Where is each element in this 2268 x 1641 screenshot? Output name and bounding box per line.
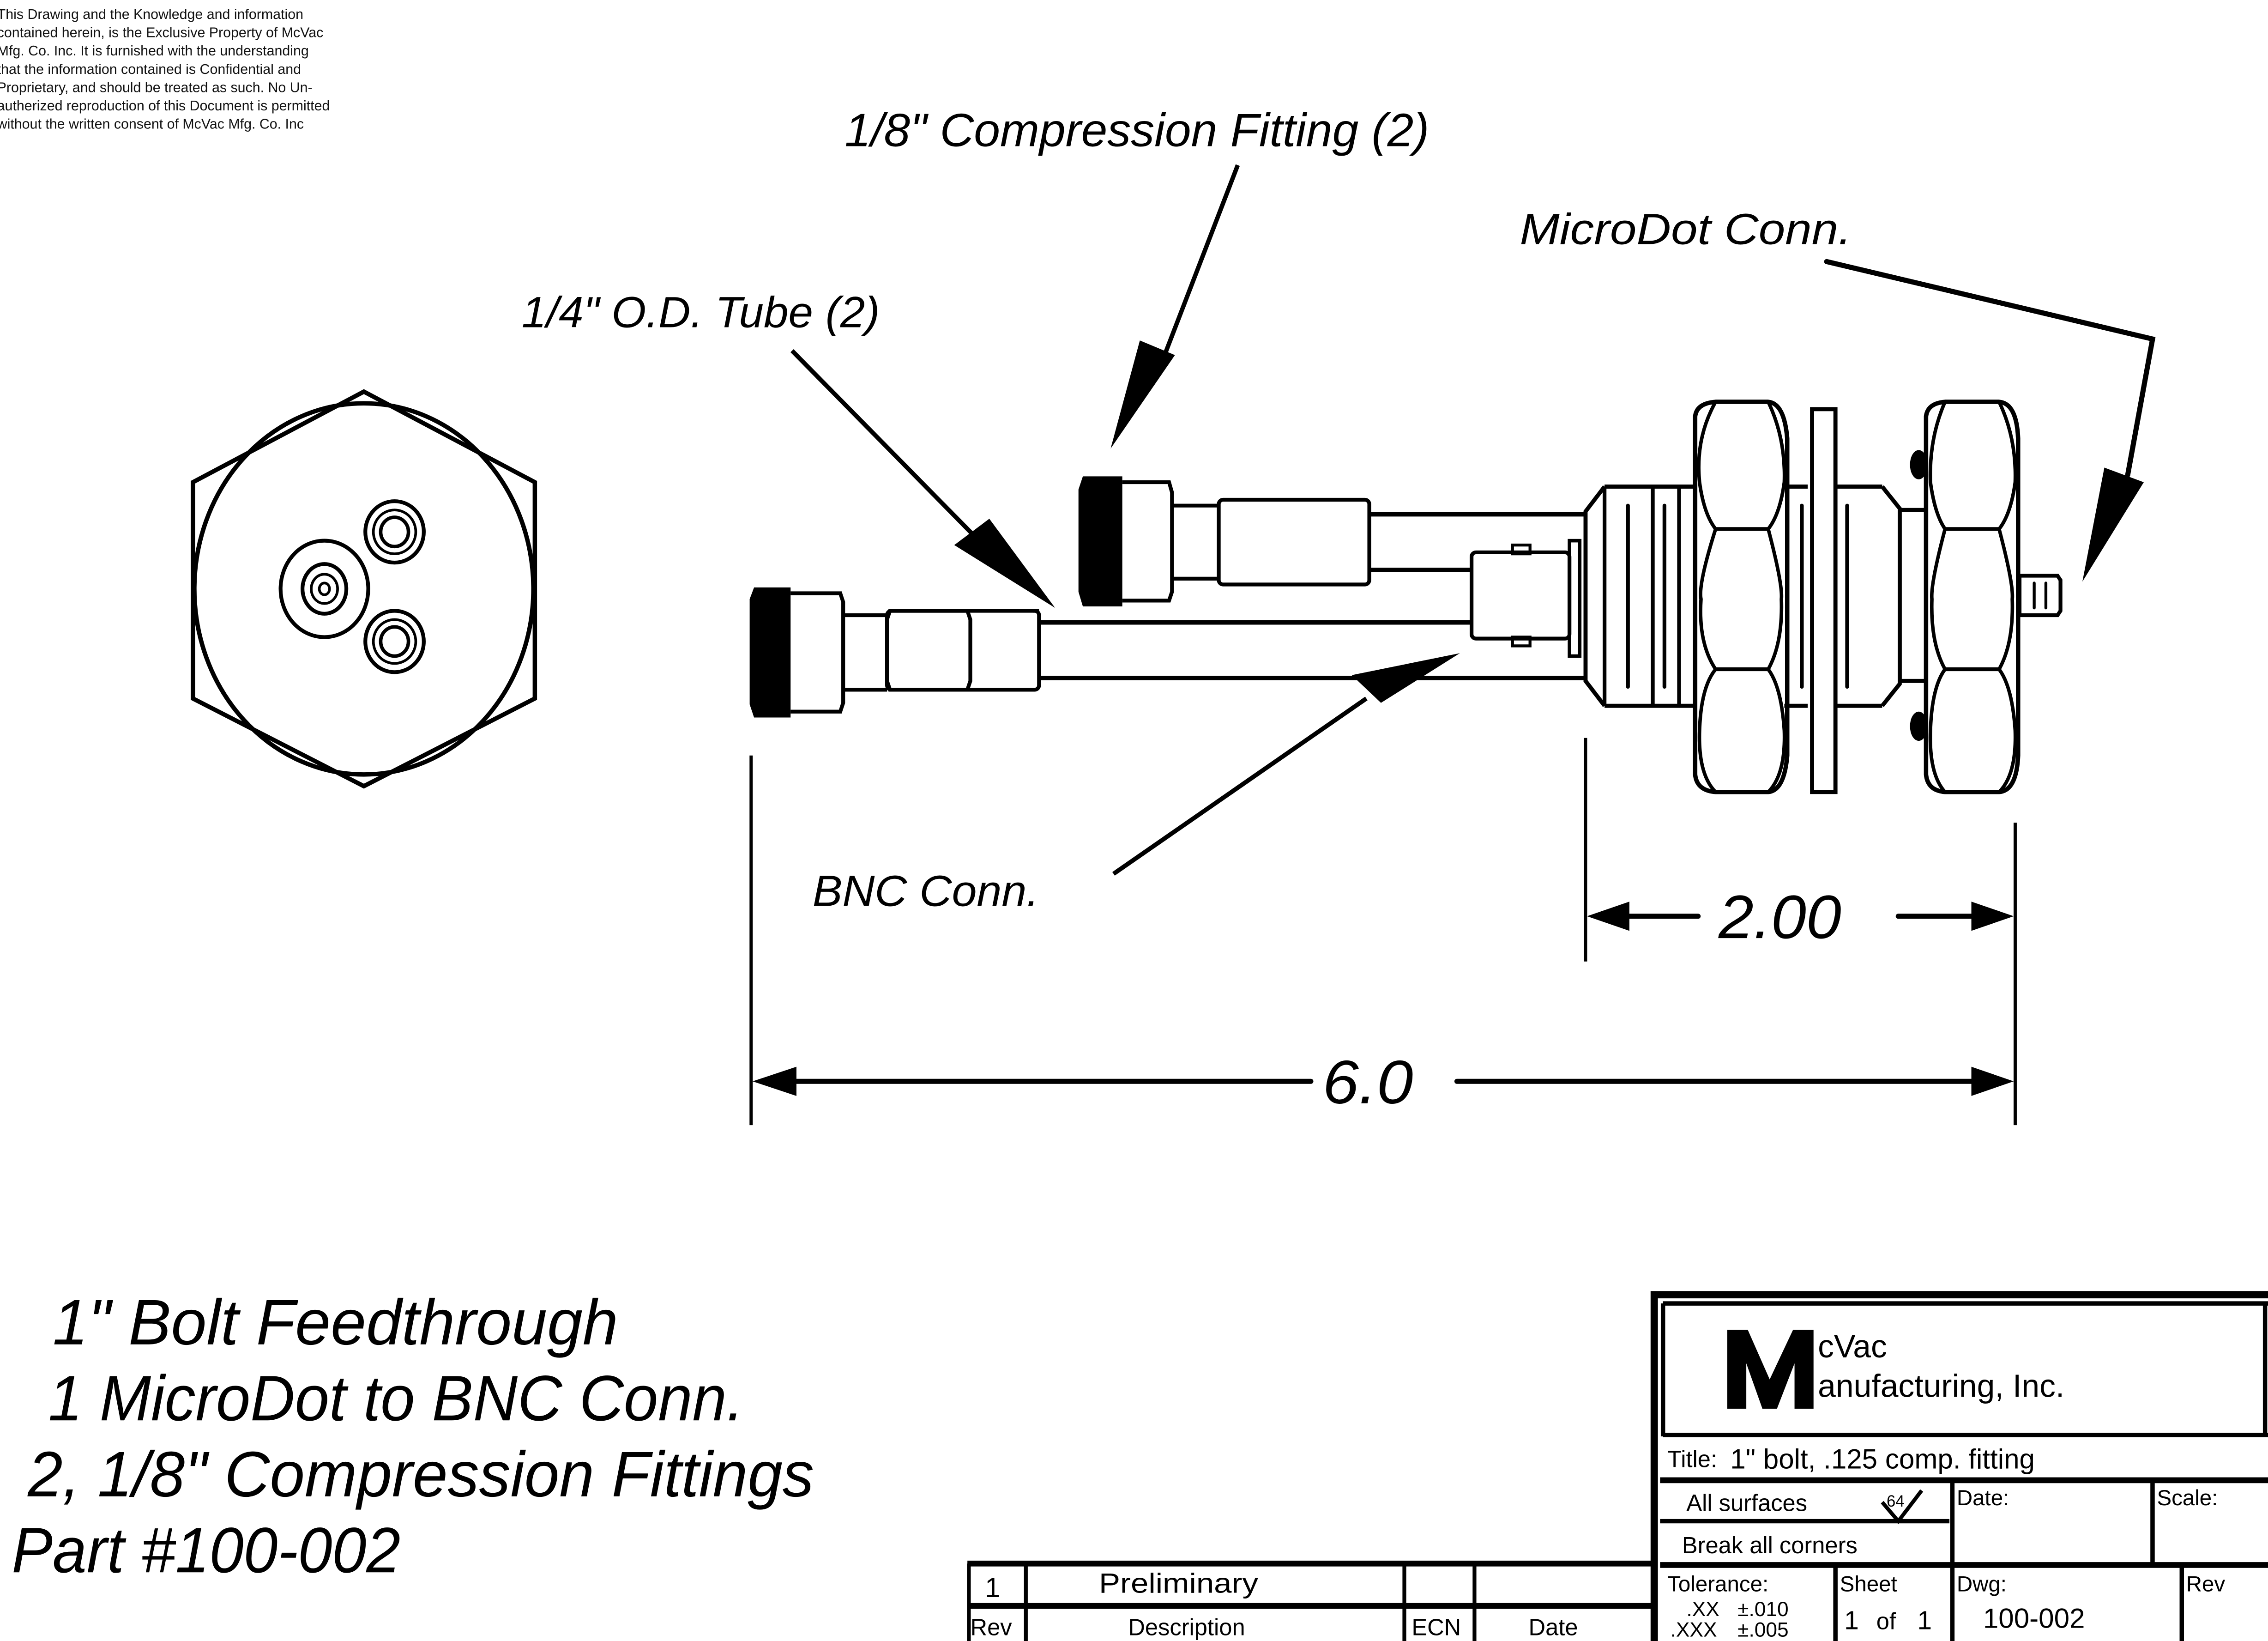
fitting-knurl-cap [1078, 476, 1122, 606]
fitting-knurl-cap [749, 587, 791, 718]
rev-description-value: Preliminary [1099, 1568, 1258, 1599]
dimension-bolt-section: 2.00 [1584, 738, 2017, 1126]
tube-lower [1039, 620, 1586, 680]
callout-label: BNC Conn. [813, 867, 1039, 916]
bnc-port-end [278, 539, 370, 639]
tolerance-xxx-value: ±.005 [1737, 1619, 1789, 1641]
callout-microdot: MicroDot Conn. [1520, 205, 2156, 582]
bolt-threaded-body [1583, 484, 1926, 708]
sheet-number: 1 [1844, 1606, 1859, 1635]
rev-label: Rev [2186, 1572, 2226, 1596]
tolerance-label: Tolerance: [1667, 1572, 1768, 1596]
compression-fitting-lower [749, 587, 1041, 718]
part-number: Part #100-002 [12, 1514, 400, 1586]
hex-nut-right [1910, 400, 2021, 794]
drawing-title: 1" bolt, .125 comp. fitting [1730, 1444, 2035, 1475]
date-header: Date [1529, 1614, 1578, 1640]
microdot-connector [2017, 574, 2063, 618]
side-view-assembly [749, 400, 2063, 794]
sheet-total: 1 [1917, 1606, 1932, 1635]
dwg-number: 100-002 [1983, 1603, 2085, 1634]
compression-port-end-upper [363, 499, 426, 565]
arrowhead-icon [1971, 1066, 2014, 1096]
sheet-of: of [1876, 1608, 1896, 1635]
dimension-label: 6.0 [1322, 1048, 1413, 1117]
compression-port-end-lower [363, 609, 426, 674]
confidentiality-notice: This Drawing and the Knowledge and infor… [0, 7, 330, 132]
tolerance-xxx: .XXX [1671, 1619, 1717, 1641]
title-block: cVac anufacturing, Inc. Title: 1" bolt, … [1650, 1291, 2268, 1641]
callout-label: 1/8" Compression Fitting (2) [844, 104, 1429, 156]
bnc-connector [1469, 539, 1582, 658]
arrowhead-icon [2082, 467, 2144, 582]
dimension-label: 2.00 [1718, 883, 1841, 951]
disclaimer-line: Proprietary, and should be treated as su… [0, 80, 313, 95]
callout-bnc: BNC Conn. [813, 653, 1460, 916]
company-logo: cVac anufacturing, Inc. [1727, 1328, 2064, 1409]
date-label: Date: [1957, 1486, 2009, 1510]
arrowhead-icon [1971, 902, 2014, 931]
description-line: 2, 1/8" Compression Fittings [27, 1438, 814, 1510]
surface-finish-value: 64 [1887, 1492, 1905, 1510]
rev-header: Rev [971, 1614, 1013, 1640]
dwg-label: Dwg: [1957, 1572, 2007, 1596]
arrowhead-icon [1587, 902, 1629, 931]
callout-compression-fitting: 1/8" Compression Fitting (2) [844, 104, 1429, 449]
arrowhead-icon [954, 519, 1056, 608]
arrowhead-icon [1351, 653, 1460, 703]
logo-m-icon [1727, 1330, 1814, 1409]
part-description: 1" Bolt Feedthrough 1 MicroDot to BNC Co… [12, 1286, 814, 1587]
callout-tube: 1/4" O.D. Tube (2) [522, 288, 1056, 608]
hex-end-view [191, 389, 537, 789]
disclaimer-line: that the information contained is Confid… [0, 62, 301, 77]
callout-label: MicroDot Conn. [1520, 205, 1852, 254]
ecn-header: ECN [1411, 1614, 1461, 1640]
weld-bead [1910, 450, 1928, 479]
sheet-label: Sheet [1840, 1572, 1897, 1596]
company-name-line1: cVac [1818, 1328, 1887, 1364]
tolerance-xx: .XX [1686, 1598, 1719, 1621]
hex-outline [191, 389, 537, 789]
panel-washer [1810, 407, 1838, 794]
weld-bead [1910, 711, 1928, 741]
disclaimer-line: This Drawing and the Knowledge and infor… [0, 7, 303, 22]
tolerance-xx-value: ±.010 [1737, 1598, 1789, 1621]
hex-nut-left [1693, 400, 1790, 794]
description-line: 1" Bolt Feedthrough [53, 1286, 618, 1358]
title-label: Title: [1667, 1446, 1717, 1472]
arrowhead-icon [1110, 340, 1175, 449]
scale-label: Scale: [2157, 1486, 2218, 1510]
company-name-line2: anufacturing, Inc. [1818, 1368, 2064, 1404]
revision-table: 1 Preliminary Rev Description ECN Date [967, 1560, 1654, 1641]
disclaimer-line: without the written consent of McVac Mfg… [0, 116, 304, 132]
break-corners-note: Break all corners [1682, 1532, 1858, 1558]
description-line: 1 MicroDot to BNC Conn. [48, 1362, 744, 1434]
disclaimer-line: contained herein, is the Exclusive Prope… [0, 25, 323, 41]
disclaimer-line: Mfg. Co. Inc. It is furnished with the u… [0, 43, 309, 59]
arrowhead-icon [752, 1066, 796, 1096]
disclaimer-line: autherized reproduction of this Document… [0, 98, 330, 114]
rev-value: 1 [985, 1572, 1000, 1603]
description-header: Description [1128, 1614, 1245, 1640]
dimension-overall: 6.0 [749, 755, 2014, 1126]
surface-finish-icon [1881, 1489, 1924, 1525]
all-surfaces-note: All surfaces [1686, 1490, 1807, 1516]
compression-fitting-upper [1078, 476, 1371, 606]
tube-upper [1369, 512, 1586, 572]
bolt-face-circle [192, 401, 536, 777]
callout-label: 1/4" O.D. Tube (2) [522, 288, 880, 337]
